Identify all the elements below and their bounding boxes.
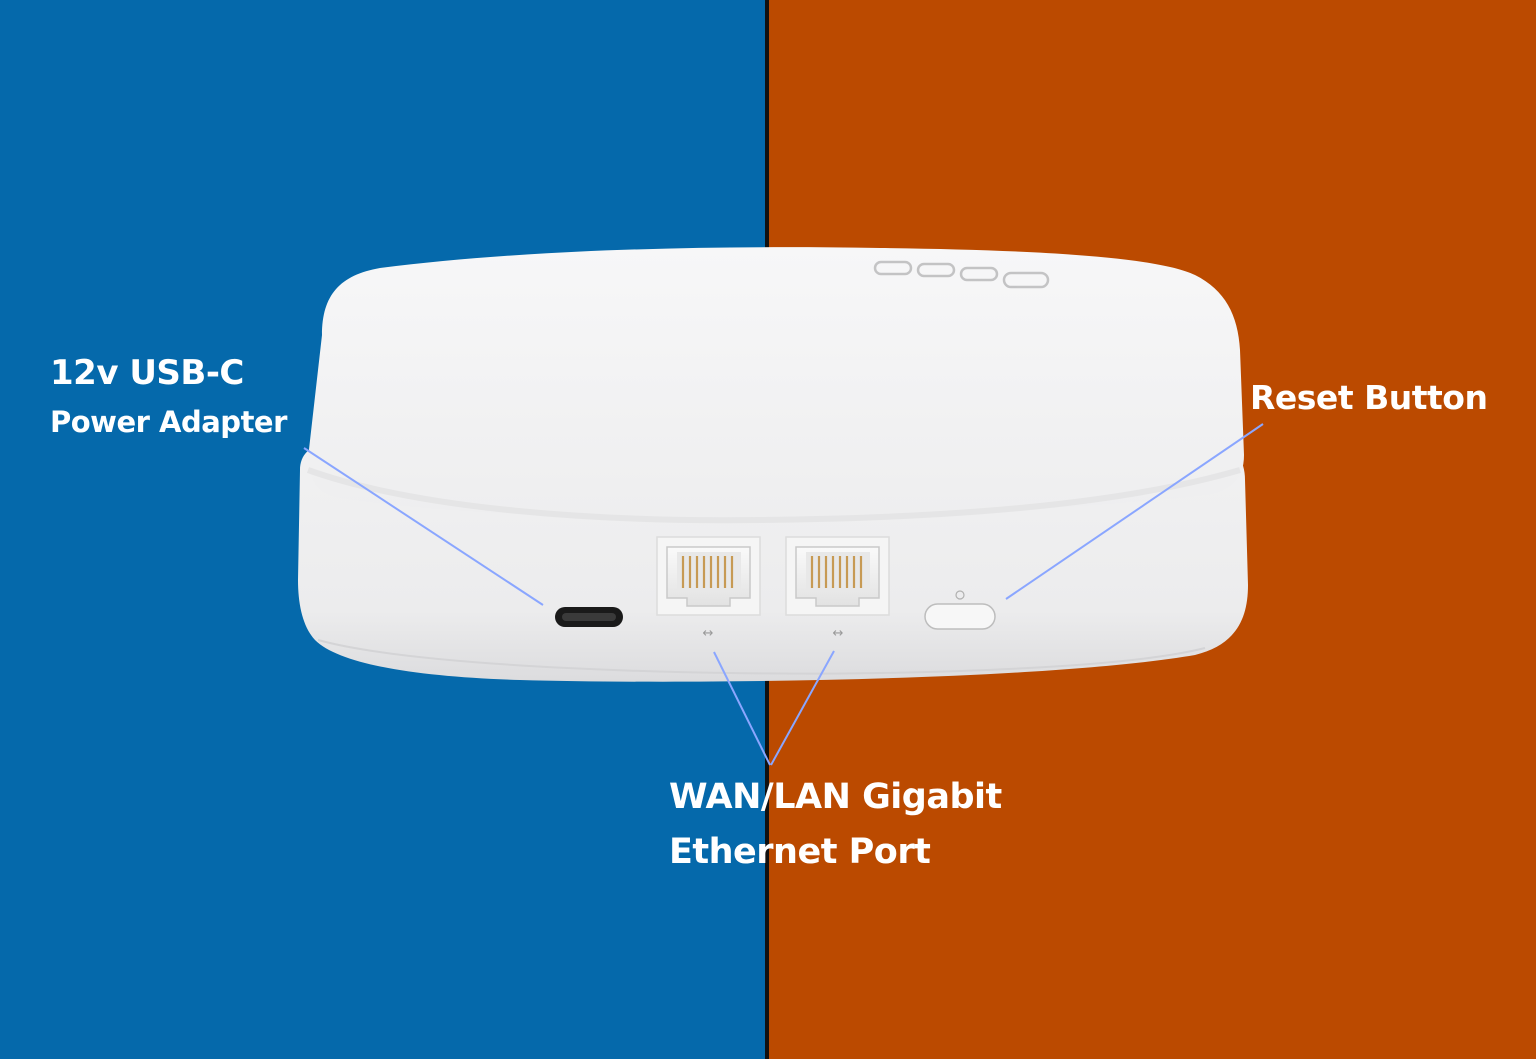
ethernet-port-1: ↔ (656, 536, 761, 641)
reset-button-hardware (924, 590, 996, 630)
power-adapter-label-line1: 12v USB-C (50, 353, 244, 393)
power-adapter-label-line2: Power Adapter (50, 405, 287, 439)
leader-lines (303, 423, 1264, 766)
ethernet-leader-line-1 (713, 651, 771, 766)
reset-button-label: Reset Button (1250, 378, 1488, 417)
eero-logo (873, 260, 1050, 289)
router-top-shell (308, 247, 1244, 518)
router-bottom-seam (317, 639, 1206, 675)
ethernet-arrows-icon: ↔ (703, 626, 714, 641)
router-shell-lip (306, 467, 1241, 524)
usb-c-port: ⭠ (555, 605, 623, 627)
reset-leader-line (1005, 423, 1264, 600)
power-leader-line (303, 447, 544, 606)
ethernet-port-label-line2: Ethernet Port (669, 832, 931, 872)
ethernet-arrows-icon: ↔ (833, 626, 844, 641)
ethernet-port-2: ↔ (785, 536, 890, 641)
ethernet-leader-line-2 (770, 650, 835, 766)
ethernet-port-label-line1: WAN/LAN Gigabit (669, 777, 1002, 817)
power-icon (955, 590, 965, 600)
